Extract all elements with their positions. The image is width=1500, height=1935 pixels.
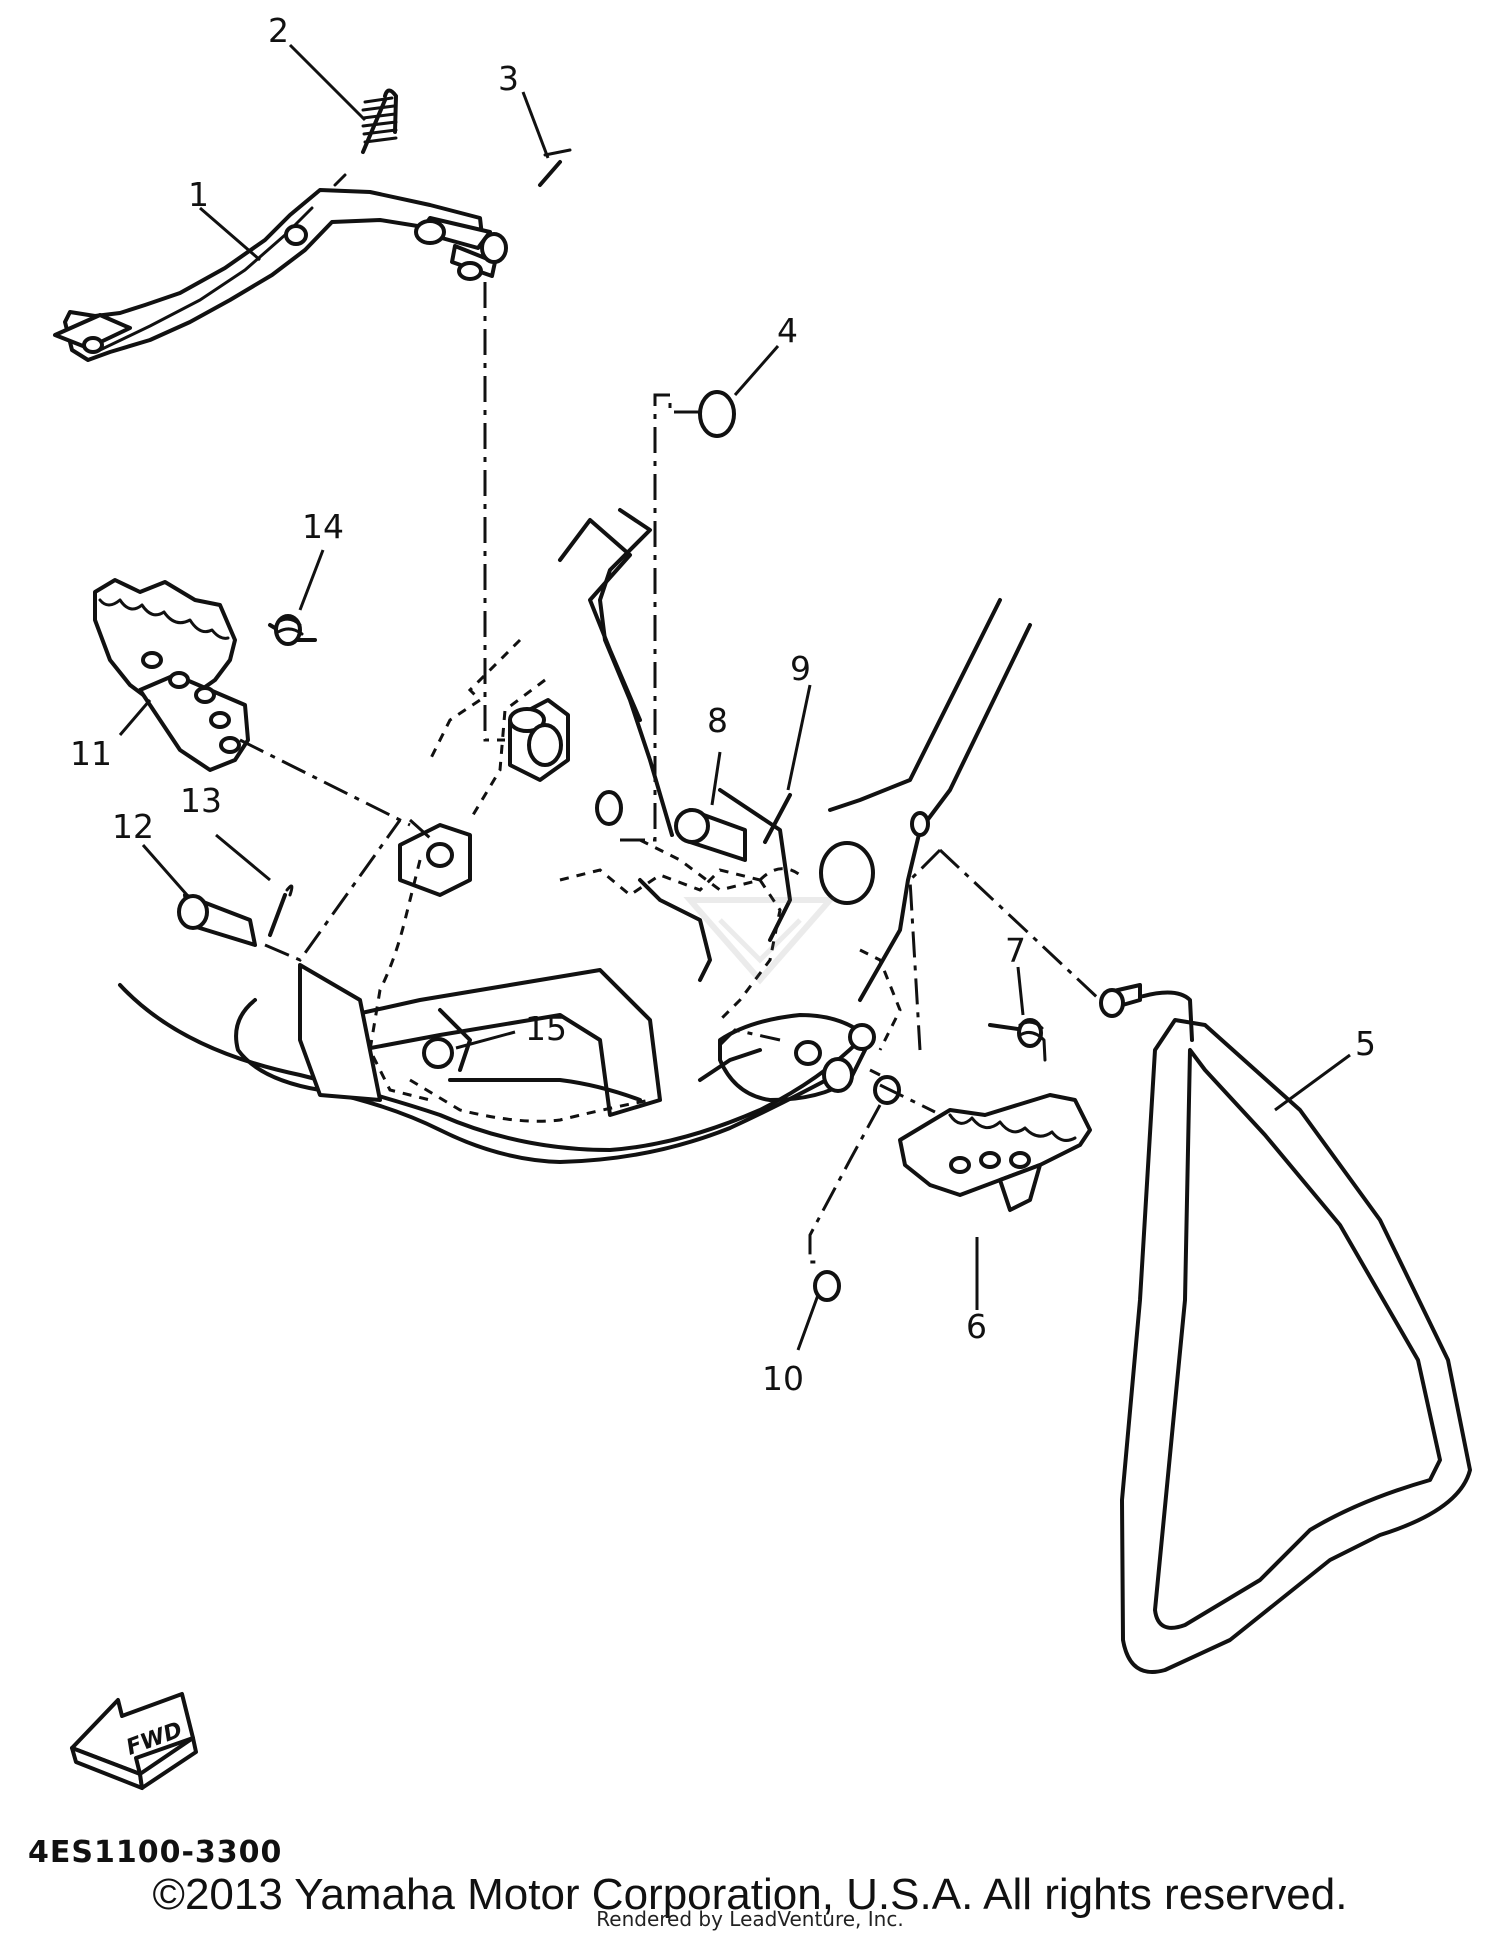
drawing-code: 4ES1100-3300	[28, 1835, 283, 1870]
rendered-by-note: Rendered by LeadVenture, Inc.	[596, 1907, 904, 1931]
callout-11-label: 11	[70, 734, 112, 773]
callout-1-label: 2	[268, 11, 289, 50]
footrest-left-part	[93, 578, 250, 772]
alignment-lines	[239, 282, 1102, 1264]
callout-7-label: 7	[1005, 931, 1026, 970]
callout-6-label: 6	[966, 1307, 987, 1346]
callout-12-label: 12	[112, 807, 154, 846]
leadventure-watermark-logo	[683, 897, 837, 985]
footrest-pin-right-part	[674, 793, 792, 862]
footrest-right-part	[898, 1093, 1092, 1212]
motorcycle-frame	[118, 508, 1032, 1164]
callout-numbers: 2 3 1 4 5 6 7 8 9 10 11 12 13 14 15	[70, 11, 1376, 1398]
callout-9-label: 9	[790, 649, 811, 688]
washer-part	[698, 390, 736, 438]
fwd-arrow-icon: FWD	[70, 1692, 198, 1790]
callout-3-label: 1	[188, 175, 209, 214]
callout-leaders	[118, 43, 1351, 1351]
copyright-notice: ©2013 Yamaha Motor Corporation, U.S.A. A…	[152, 1870, 1348, 1919]
callout-8-label: 8	[707, 701, 728, 740]
brake-pedal-part	[53, 173, 508, 362]
return-spring-part	[361, 88, 398, 154]
callout-14-label: 14	[302, 507, 344, 546]
callout-4-label: 4	[777, 311, 798, 350]
footrest-spring-left-part	[268, 614, 317, 646]
washer-right-part	[813, 1270, 841, 1302]
footrest-spring-right-part	[988, 1018, 1047, 1062]
callout-2-label: 3	[498, 59, 519, 98]
callout-15-label: 15	[525, 1009, 567, 1048]
stand-part	[1099, 983, 1472, 1674]
callout-13-label: 13	[180, 781, 222, 820]
cotter-pin-part	[538, 148, 572, 187]
washer-lower-part	[422, 1037, 454, 1069]
footrest-pin-left-part	[177, 884, 294, 947]
callout-10-label: 10	[762, 1359, 804, 1398]
callout-5-label: 5	[1355, 1024, 1376, 1063]
